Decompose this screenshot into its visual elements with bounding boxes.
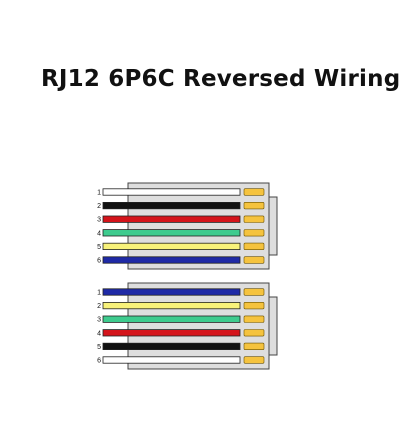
wire-blue	[102, 256, 241, 264]
wire-yellow	[102, 242, 241, 250]
gold-contact	[243, 315, 265, 323]
pin-number-label: 2	[97, 303, 101, 310]
pin-number-label: 2	[97, 203, 101, 210]
gold-contact	[243, 329, 265, 337]
wire-yellow	[102, 301, 241, 310]
connector-bottom: 1 2 3 4 5 6	[97, 282, 278, 370]
wire-white	[102, 188, 241, 196]
wire-red	[102, 215, 241, 223]
wire-green	[102, 229, 241, 237]
pin-number-label: 5	[97, 244, 101, 251]
gold-contact	[243, 288, 265, 296]
pin-number-label: 1	[97, 290, 101, 297]
gold-contact	[243, 242, 265, 251]
connector-body	[127, 182, 270, 270]
wire-blue	[102, 288, 241, 296]
pin-number-label: 1	[97, 190, 101, 197]
pin-number-label: 4	[97, 230, 101, 237]
connector-top: 1 2 3 4 5 6	[97, 182, 278, 270]
wire-black	[102, 342, 241, 351]
wire-black	[102, 201, 241, 210]
page-title: RJ12 6P6C Reversed Wiring	[41, 66, 401, 92]
connector-latch	[268, 196, 278, 256]
gold-contact	[243, 342, 265, 351]
pin-number-label: 6	[97, 358, 101, 365]
gold-contact	[243, 256, 265, 264]
gold-contact	[243, 229, 265, 237]
gold-contact	[243, 215, 265, 223]
connector-latch	[268, 296, 278, 356]
wire-green	[102, 315, 241, 323]
pin-number-label: 3	[97, 217, 101, 224]
gold-contact	[243, 356, 265, 364]
pin-number-label: 4	[97, 330, 101, 337]
gold-contact	[243, 202, 265, 210]
pin-number-label: 3	[97, 317, 101, 324]
pin-number-label: 6	[97, 258, 101, 265]
gold-contact	[243, 188, 265, 196]
wire-white	[102, 356, 241, 364]
connector-body	[127, 282, 270, 370]
wire-red	[102, 329, 241, 337]
gold-contact	[243, 301, 265, 310]
pin-number-label: 5	[97, 344, 101, 351]
